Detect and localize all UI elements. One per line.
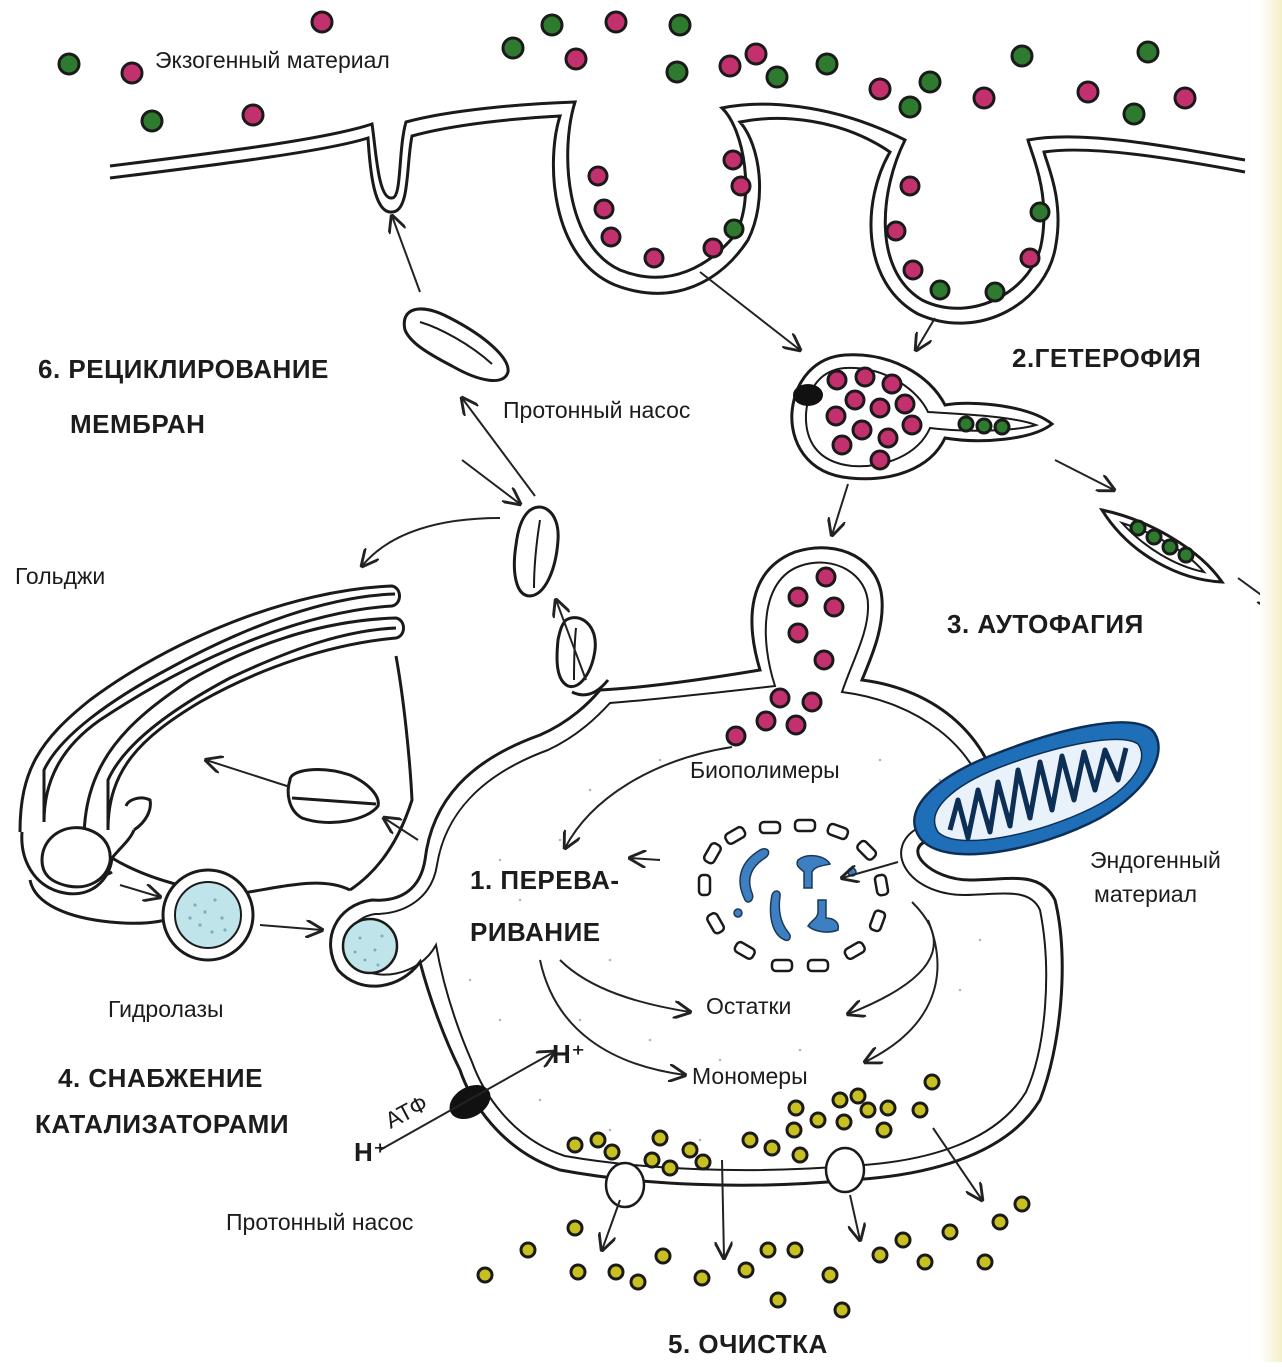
label-digestion-line2: РИВАНИЕ <box>470 918 601 947</box>
secondary-lysosome <box>331 548 1063 1207</box>
label-exogenous: Экзогенный материал <box>155 48 390 73</box>
label-biopolymers: Биополимеры <box>690 758 840 783</box>
label-autophagy: 3. АУТОФАГИЯ <box>947 610 1144 639</box>
label-recycling-line2: МЕМБРАН <box>70 410 205 439</box>
plasma-membrane <box>110 102 1245 323</box>
autophagic-vesicle <box>1102 510 1222 582</box>
label-proton-pump-bottom: Протонный насос <box>226 1210 413 1235</box>
label-h-plus-outside: H⁺ <box>354 1138 388 1167</box>
label-golgi: Гольджи <box>15 564 105 589</box>
hydrolase-vesicle <box>163 870 253 960</box>
label-monomers: Мономеры <box>692 1064 808 1089</box>
label-hydrolases: Гидролазы <box>108 997 224 1022</box>
label-digestion-line1: 1. ПЕРЕВА- <box>470 866 620 895</box>
label-h-plus-inside: H⁺ <box>552 1040 586 1069</box>
heterophagosome <box>792 355 1052 479</box>
label-endogenous-line1: Эндогенный <box>1090 848 1221 873</box>
label-cleanup: 5. ОЧИСТКА <box>668 1330 828 1359</box>
label-heterophagy: 2.ГЕТЕРОФИЯ <box>1012 344 1201 373</box>
recycling-vesicles <box>404 309 608 695</box>
label-residues: Остатки <box>706 994 791 1019</box>
label-supply-line2: КАТАЛИЗАТОРАМИ <box>35 1110 289 1139</box>
label-proton-pump-top: Протонный насос <box>503 398 690 423</box>
label-endogenous-line2: материал <box>1094 882 1197 907</box>
page-edge-shadow <box>1260 0 1282 1362</box>
label-supply-line1: 4. СНАБЖЕНИЕ <box>58 1064 263 1093</box>
label-recycling-line1: 6. РЕЦИКЛИРОВАНИЕ <box>38 355 329 384</box>
